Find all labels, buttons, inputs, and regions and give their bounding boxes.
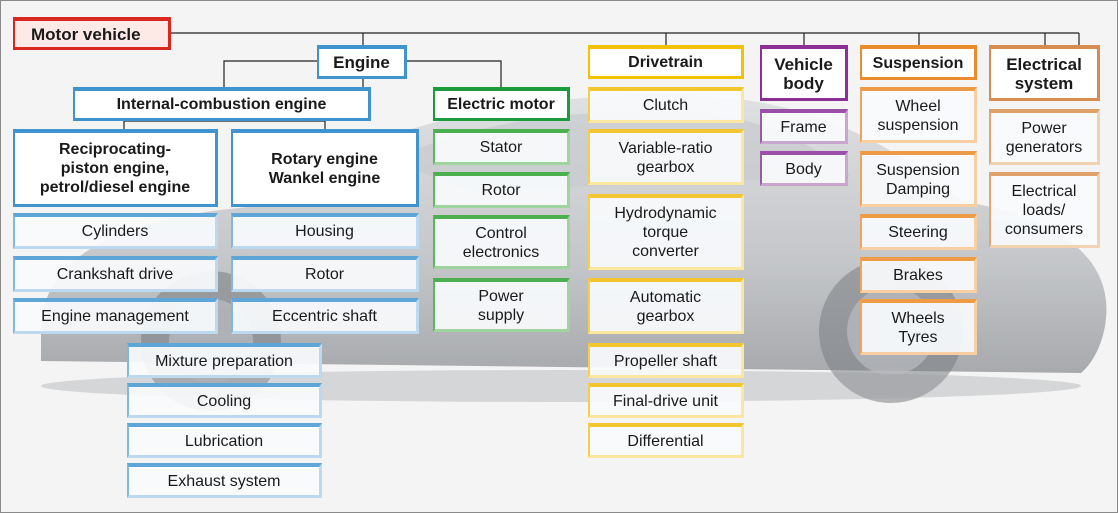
ice-shared-item: Cooling [127,383,322,418]
suspension-item: Suspension Damping [860,151,977,207]
recip-item: Crankshaft drive [13,256,218,292]
rotary-item: Eccentric shaft [231,298,419,334]
drivetrain-item: Hydrodynamic torque converter [588,194,744,270]
suspension-header: Suspension [860,45,977,80]
motor-vehicle-title: Motor vehicle [13,17,171,50]
drivetrain-item: Clutch [588,87,744,123]
drivetrain-header: Drivetrain [588,45,744,79]
electric-motor-item: Stator [433,129,570,165]
reciprocating-engine-header: Reciprocating- piston engine, petrol/die… [13,129,218,207]
electrical-system-header: Electrical system [989,45,1100,101]
electrical-system-item: Power generators [989,109,1100,165]
drivetrain-item: Final-drive unit [588,383,744,418]
ice-header: Internal-combustion engine [73,87,371,121]
drivetrain-item: Variable-ratio gearbox [588,129,744,185]
rotary-item: Rotor [231,256,419,292]
electrical-system-item: Electrical loads/ consumers [989,172,1100,248]
ice-shared-item: Lubrication [127,423,322,458]
vehicle-body-item: Body [760,151,848,186]
vehicle-body-header: Vehicle body [760,45,848,101]
suspension-item: Wheel suspension [860,87,977,143]
suspension-item: Brakes [860,257,977,293]
recip-item: Engine management [13,298,218,334]
rotary-engine-header: Rotary engine Wankel engine [231,129,419,207]
ice-shared-item: Exhaust system [127,463,322,498]
recip-item: Cylinders [13,213,218,249]
vehicle-body-item: Frame [760,109,848,144]
drivetrain-item: Propeller shaft [588,343,744,378]
electric-motor-item: Rotor [433,172,570,208]
engine-header: Engine [317,45,407,79]
ice-shared-item: Mixture preparation [127,343,322,378]
rotary-item: Housing [231,213,419,249]
suspension-item: Wheels Tyres [860,299,977,355]
drivetrain-item: Automatic gearbox [588,278,744,334]
electric-motor-item: Power supply [433,278,570,332]
electric-motor-item: Control electronics [433,215,570,269]
electric-motor-header: Electric motor [433,87,570,121]
drivetrain-item: Differential [588,423,744,458]
suspension-item: Steering [860,214,977,250]
